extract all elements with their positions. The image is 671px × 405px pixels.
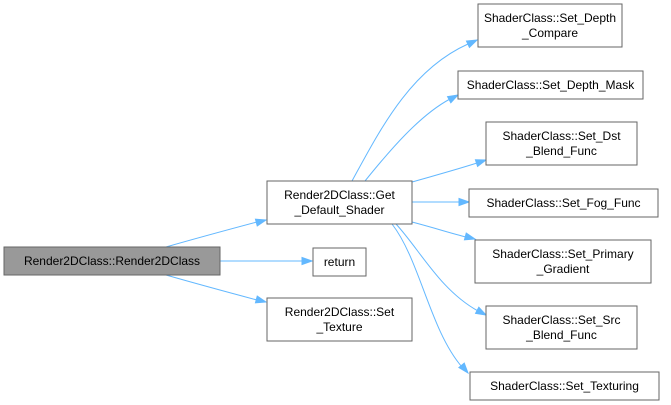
node-set-dst-blend-func[interactable]: ShaderClass::Set_Dst_Blend_Func <box>485 121 638 166</box>
node-label-line: _Gradient <box>536 262 590 276</box>
node-label-line: _Blend_Func <box>525 328 597 342</box>
node-set-depth-compare[interactable]: ShaderClass::Set_Depth_Compare <box>477 3 623 48</box>
edge-render2d-ctor-to-return <box>220 256 314 266</box>
arrowhead-icon <box>458 197 471 207</box>
node-label-line: ShaderClass::Set_Dst <box>502 129 621 143</box>
edge-get-default-shader-to-set-texturing <box>391 223 469 375</box>
arrowhead-icon <box>474 306 488 316</box>
edge-line <box>165 274 258 301</box>
arrowhead-icon <box>301 256 314 266</box>
node-box <box>312 247 367 277</box>
arrowhead-icon <box>458 362 469 375</box>
nodes-layer: Render2DClass::Render2DClassRender2DClas… <box>3 3 660 401</box>
edge-line <box>391 223 463 368</box>
node-label-line: ShaderClass::Set_Fog_Func <box>486 196 640 210</box>
node-set-fog-func[interactable]: ShaderClass::Set_Fog_Func <box>468 188 659 218</box>
node-return[interactable]: return <box>312 247 367 277</box>
node-label-line: ShaderClass::Set_Texturing <box>490 379 639 393</box>
node-set-texture[interactable]: Render2DClass::Set_Texture <box>266 297 413 342</box>
edge-line <box>411 221 467 238</box>
node-box <box>3 246 221 276</box>
node-label-line: _Compare <box>521 26 578 40</box>
node-label-line: _Default_Shader <box>293 203 384 217</box>
node-label-line: Render2DClass::Get <box>284 188 395 202</box>
edge-get-default-shader-to-set-src-blend-func <box>395 223 488 316</box>
node-box <box>485 121 638 166</box>
node-box <box>469 371 660 401</box>
edge-line <box>411 162 478 183</box>
node-label-line: Render2DClass::Set <box>285 305 395 319</box>
node-label-line: _Texture <box>315 320 362 334</box>
node-set-primary-gradient[interactable]: ShaderClass::Set_Primary_Gradient <box>474 239 652 284</box>
edge-line <box>165 221 258 248</box>
arrowhead-icon <box>465 39 479 49</box>
arrowhead-icon <box>446 94 460 104</box>
node-box <box>266 180 413 225</box>
node-render2d-ctor[interactable]: Render2DClass::Render2DClass <box>3 246 221 276</box>
arrowhead-icon <box>254 295 268 304</box>
node-box <box>468 188 659 218</box>
arrowhead-icon <box>463 232 477 241</box>
node-label-line: Render2DClass::Render2DClass <box>24 254 200 268</box>
edge-get-default-shader-to-set-primary-gradient <box>411 221 477 241</box>
node-box <box>457 70 644 100</box>
node-label-line: ShaderClass::Set_Primary <box>492 247 633 261</box>
node-box <box>266 297 413 342</box>
edge-line <box>364 98 451 182</box>
edge-get-default-shader-to-set-fog-func <box>412 197 471 207</box>
node-label-line: ShaderClass::Set_Src <box>502 313 620 327</box>
node-set-depth-mask[interactable]: ShaderClass::Set_Depth_Mask <box>457 70 644 100</box>
node-set-texturing[interactable]: ShaderClass::Set_Texturing <box>469 371 660 401</box>
node-box <box>485 305 638 350</box>
arrowhead-icon <box>254 218 268 227</box>
node-box <box>477 3 623 48</box>
edge-render2d-ctor-to-set-texture <box>165 274 268 304</box>
edge-line <box>395 223 479 312</box>
node-label-line: return <box>324 255 355 269</box>
node-label-line: _Blend_Func <box>525 144 597 158</box>
edge-get-default-shader-to-set-depth-compare <box>351 39 479 182</box>
edge-get-default-shader-to-set-dst-blend-func <box>411 159 488 183</box>
node-get-default-shader[interactable]: Render2DClass::Get_Default_Shader <box>266 180 413 225</box>
edge-line <box>351 43 469 182</box>
arrowhead-icon <box>474 159 488 168</box>
edge-render2d-ctor-to-get-default-shader <box>165 218 268 248</box>
node-label-line: ShaderClass::Set_Depth_Mask <box>467 78 635 92</box>
edge-get-default-shader-to-set-depth-mask <box>364 94 460 182</box>
node-set-src-blend-func[interactable]: ShaderClass::Set_Src_Blend_Func <box>485 305 638 350</box>
node-label-line: ShaderClass::Set_Depth <box>484 11 616 25</box>
node-box <box>474 239 652 284</box>
edges-layer <box>165 39 488 375</box>
